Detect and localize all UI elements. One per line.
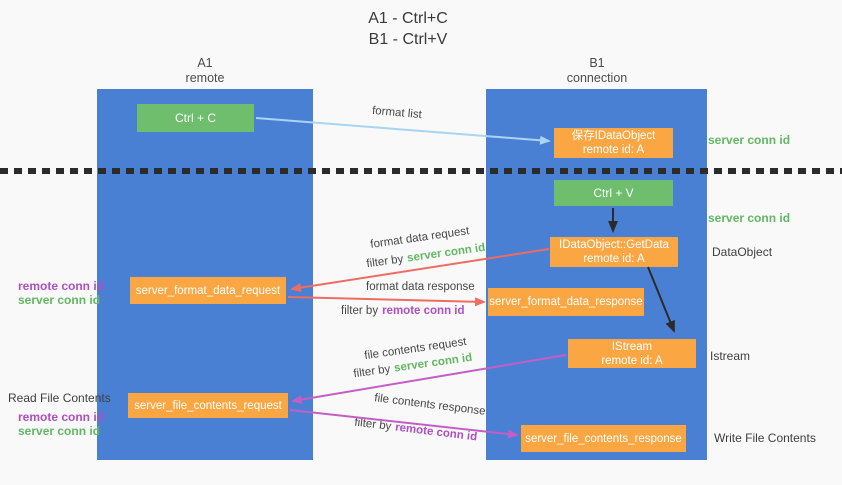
column-header-a1: A1 remote — [145, 56, 265, 86]
node-idataobject-getdata-line2: remote id: A — [583, 253, 645, 265]
node-ctrl-c-label: Ctrl + C — [174, 111, 216, 125]
node-ctrl-v-label: Ctrl + V — [593, 186, 634, 200]
node-save-idataobject-line1: 保存IDataObject — [571, 130, 656, 142]
format-data-response-arrow — [287, 296, 486, 307]
title-line-1: A1 - Ctrl+C — [368, 10, 448, 27]
diagram-title: A1 - Ctrl+C B1 - Ctrl+V — [288, 8, 528, 50]
format-data-response-label: format data response — [366, 281, 475, 293]
node-server-format-data-request-label: server_format_data_request — [135, 284, 281, 297]
server-conn-id-label-1: server conn id — [18, 293, 101, 307]
node-server-file-contents-request-label: server_file_contents_request — [134, 399, 282, 412]
column-a1-role: remote — [185, 71, 225, 85]
remote-conn-id-label-1: remote conn id — [18, 279, 105, 293]
format-list-label: format list — [371, 104, 423, 122]
server-conn-id-label-mid: server conn id — [708, 211, 791, 225]
node-ctrl-v: Ctrl + V — [554, 180, 673, 206]
file-request-conn-ids: remote conn id server conn id — [18, 410, 104, 438]
file-contents-response-label: file contents response — [373, 392, 487, 418]
istream-side-label: Istream — [710, 349, 751, 363]
column-b1-role: connection — [566, 71, 628, 85]
dataobject-label: DataObject — [712, 245, 773, 259]
node-ctrl-c: Ctrl + C — [137, 104, 254, 132]
format-request-conn-ids: remote conn id server conn id — [18, 279, 104, 307]
remote-conn-id-text: remote conn id — [394, 421, 478, 444]
server-conn-id-text: server conn id — [406, 241, 486, 265]
server-conn-id-label-2: server conn id — [18, 424, 101, 438]
filter-by-text: filter by — [365, 253, 405, 271]
filter-by-text: filter by — [352, 363, 392, 381]
node-server-format-data-response-label: server_format_data_response — [489, 296, 643, 308]
node-istream-line2: remote id: A — [601, 354, 663, 367]
node-server-file-contents-response: server_file_contents_response — [521, 425, 686, 452]
column-header-b1: B1 connection — [537, 56, 657, 86]
title-line-2: B1 - Ctrl+V — [368, 31, 448, 48]
filter-by-text: filter by — [341, 305, 379, 317]
node-istream: IStream remote id: A — [568, 339, 696, 368]
node-idataobject-getdata-line1: IDataObject::GetData — [559, 239, 669, 251]
column-b1-name: B1 — [589, 56, 605, 70]
read-file-contents-label: Read File Contents — [8, 391, 111, 405]
node-idataobject-getdata: IDataObject::GetData remote id: A — [550, 237, 678, 267]
remote-conn-id-label-2: remote conn id — [18, 410, 105, 424]
node-server-format-data-request: server_format_data_request — [130, 277, 286, 304]
column-a1-name: A1 — [197, 56, 213, 70]
node-server-file-contents-request: server_file_contents_request — [128, 393, 288, 418]
filter-by-text: filter by — [353, 416, 392, 433]
server-conn-id-label-top: server conn id — [708, 133, 791, 147]
write-file-contents-label: Write File Contents — [714, 431, 816, 445]
node-save-idataobject: 保存IDataObject remote id: A — [554, 128, 673, 158]
node-server-file-contents-response-label: server_file_contents_response — [525, 432, 682, 445]
node-server-format-data-response: server_format_data_response — [488, 288, 644, 316]
node-save-idataobject-line2: remote id: A — [582, 144, 645, 156]
remote-conn-id-text: remote conn id — [382, 305, 465, 317]
node-istream-line1: IStream — [611, 340, 653, 353]
